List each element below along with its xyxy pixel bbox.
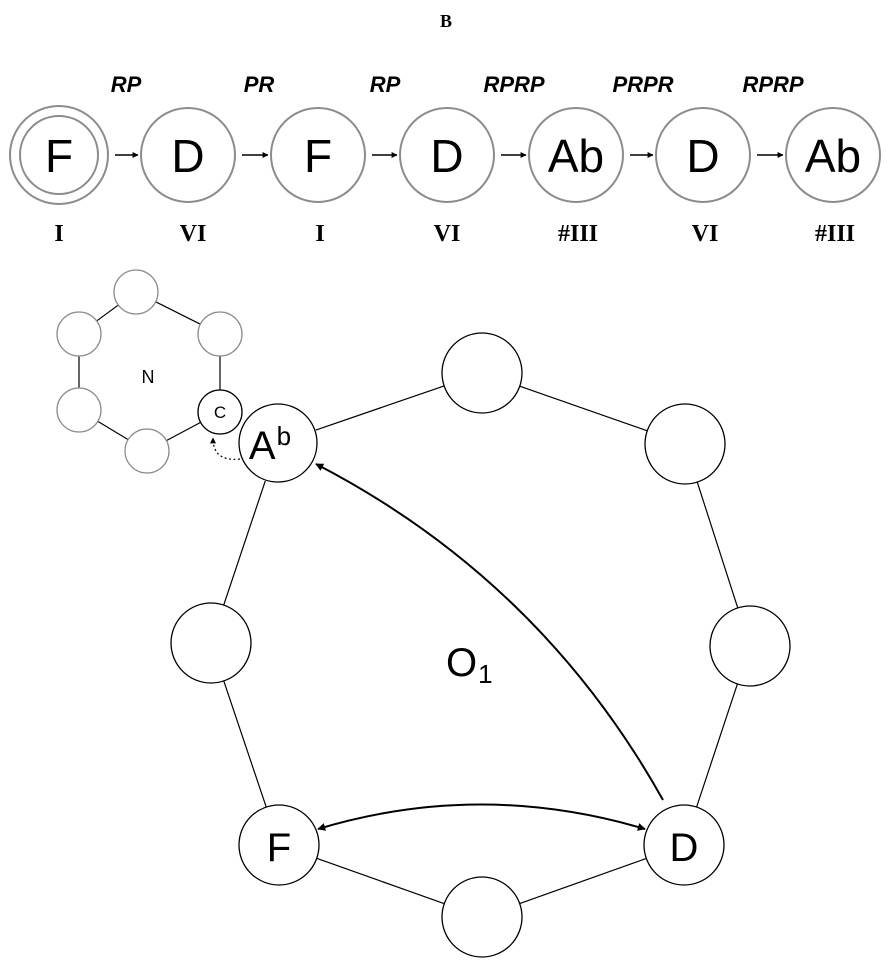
network-edge [223,680,267,808]
sequence-chord: D [140,107,236,203]
roman-numeral: #III [815,221,855,247]
sequence-chord-label: F [304,130,332,182]
network-edge [519,385,648,432]
roman-numeral: VI [692,221,719,247]
sequence-roman-numerals: I VI I VI #III VI #III [54,221,855,247]
sequence-operation: RP [111,72,142,97]
sequence-chord-label: D [686,130,719,182]
sequence-chord: D [399,107,495,203]
inset-node [124,428,170,474]
network-node [709,605,791,687]
roman-numeral: I [54,221,63,247]
inset-node-label: C [214,403,226,422]
network-node [644,403,726,485]
roman-numeral: VI [434,221,461,247]
sequence-operations: RP PR RP RPRP PRPR RPRP [111,72,804,97]
sequence-start-ring [9,105,109,205]
network-node-f: F [238,804,320,886]
network-edge [223,480,266,606]
inset-node [197,311,243,357]
sequence-chord-label: Ab [805,130,861,182]
network-node-label: Ab [249,421,291,468]
roman-numeral: I [315,221,324,247]
sequence-chord: Ab [528,107,624,203]
network-edge [696,481,739,609]
panel-label: B [440,11,452,31]
sequence-chord: F [19,115,99,195]
sequence-chord: D [655,107,751,203]
sequence-operation: PRPR [612,72,673,97]
inset-edge [96,304,119,322]
sequence-chords: F D F D Ab D Ab [9,105,881,205]
network-node-d: D [643,804,725,886]
network-node-label: D [670,826,699,870]
network-edge [315,385,445,431]
sequence-operation: PR [244,72,275,97]
network-node-label: F [267,826,291,870]
network-node-ab: Ab [238,403,318,483]
inset-node: C [197,389,243,435]
network-edge [316,857,445,905]
sequence-chord-label: Ab [548,130,604,182]
sequence-chord-label: D [171,130,204,182]
network-edges [223,385,739,905]
sequence-chord: Ab [785,107,881,203]
inset-node [113,269,159,315]
inset-network: C N [56,269,243,474]
network-edge [696,683,738,808]
sequence-chord-label: F [45,130,73,182]
inset-center-label: N [142,367,155,387]
inset-dotted-link [210,437,241,460]
main-network: Ab D F O1 [170,332,791,958]
network-node [170,602,252,684]
sequence-chord: F [270,107,366,203]
sequence-operation: RPRP [483,72,544,97]
network-edge [519,857,647,905]
sequence-operation: RPRP [742,72,803,97]
inset-edge [155,301,201,325]
f-d-double-arrow [317,803,646,831]
sequence-chord-label: D [430,130,463,182]
inset-node [56,311,102,357]
network-node [441,332,523,414]
inset-edge [166,421,201,442]
inset-edges [78,301,221,442]
o1-label: O1 [446,641,493,689]
o1-transform-arrow [315,463,664,801]
roman-numeral: #III [558,221,598,247]
inset-edge [97,420,129,441]
network-node [441,876,523,958]
sequence-operation: RP [370,72,401,97]
inset-node [56,387,102,433]
roman-numeral: VI [180,221,207,247]
